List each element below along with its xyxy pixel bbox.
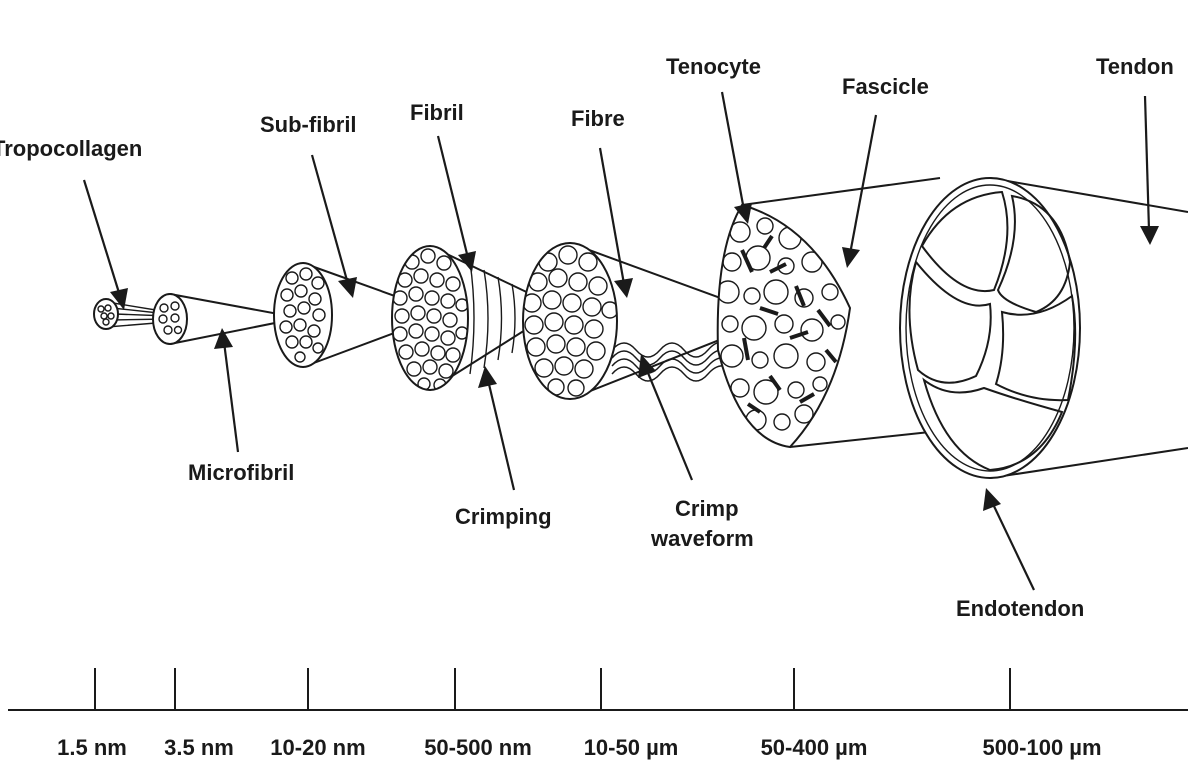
size-scale: 1.5 nm 3.5 nm 10-20 nm 50-500 nm 10-50 µ… — [8, 668, 1188, 760]
fibril-structure — [391, 245, 563, 391]
fascicle-structure — [716, 177, 941, 449]
label-fibre: Fibre — [571, 106, 625, 131]
fibre-structure — [522, 242, 778, 400]
label-crimp-waveform-line2: waveform — [650, 526, 754, 551]
scale-label: 50-400 µm — [761, 735, 868, 760]
subfibril-structure — [273, 262, 448, 368]
tropocollagen-structure — [93, 298, 169, 330]
label-subfibril: Sub-fibril — [260, 112, 357, 137]
label-crimping: Crimping — [455, 504, 552, 529]
scale-label: 50-500 nm — [424, 735, 532, 760]
scale-label: 3.5 nm — [164, 735, 234, 760]
scale-label: 10-50 µm — [584, 735, 679, 760]
label-microfibril: Microfibril — [188, 460, 294, 485]
structure-labels: Tropocollagen Sub-fibril Fibril Fibre Te… — [0, 54, 1174, 621]
label-crimp-waveform-line1: Crimp — [675, 496, 739, 521]
scale-label: 1.5 nm — [57, 735, 127, 760]
label-fibril: Fibril — [410, 100, 464, 125]
label-tenocyte: Tenocyte — [666, 54, 761, 79]
label-fascicle: Fascicle — [842, 74, 929, 99]
scale-label: 500-100 µm — [982, 735, 1101, 760]
label-tendon: Tendon — [1096, 54, 1174, 79]
label-tropocollagen: Tropocollagen — [0, 136, 142, 161]
scale-label: 10-20 nm — [270, 735, 365, 760]
label-endotendon: Endotendon — [956, 596, 1084, 621]
label-arrows — [82, 91, 1159, 591]
tendon-structure — [899, 177, 1188, 479]
microfibril-structure — [152, 293, 301, 345]
